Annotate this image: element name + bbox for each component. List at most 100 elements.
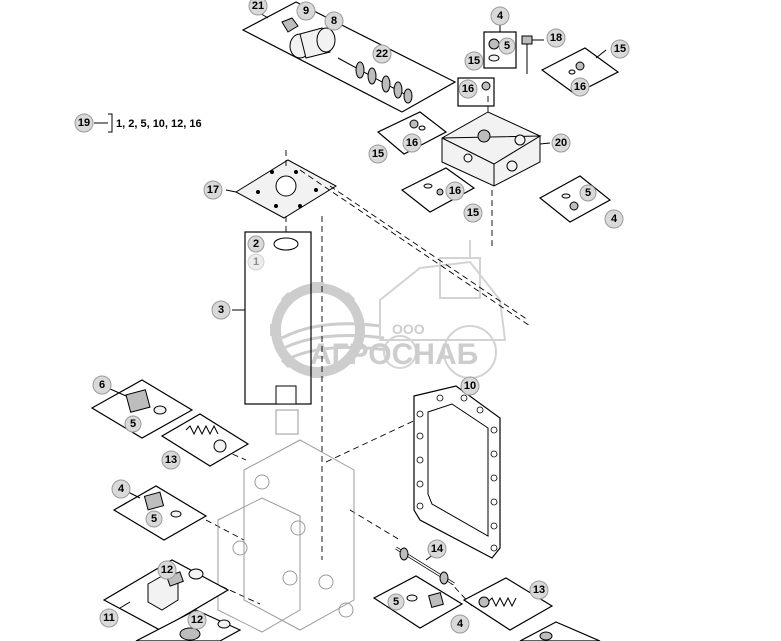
part-3-housing: [232, 231, 312, 405]
callout-9: 9: [296, 1, 316, 21]
part-20-valve-block: [441, 96, 551, 187]
svg-text:4: 4: [118, 483, 125, 495]
callout-10: 10: [460, 376, 480, 396]
callout-22: 22: [372, 44, 392, 64]
callout-5-panel6: 5: [124, 415, 142, 433]
callout-15-middle: 15: [464, 51, 484, 71]
callout-15-lower: 15: [463, 203, 483, 223]
svg-text:22: 22: [376, 48, 388, 60]
watermark: ООО АГРОСНАБ: [270, 240, 507, 379]
callout-5-left: 5: [145, 510, 163, 528]
svg-text:15: 15: [372, 148, 384, 160]
callout-16-right-top: 16: [570, 77, 590, 97]
svg-text:8: 8: [331, 15, 337, 27]
callout-20: 20: [551, 133, 571, 153]
svg-text:1: 1: [253, 256, 259, 268]
panel-12-bottom: [135, 609, 242, 641]
watermark-prefix: ООО: [392, 321, 425, 337]
part-18-bolt: [521, 35, 544, 74]
part-22-spool: [337, 57, 413, 104]
panel-15-16-left: [376, 111, 448, 155]
part-10-cover-gasket: [413, 385, 501, 559]
callout-15-right-top: 15: [610, 39, 630, 59]
callout-18: 18: [546, 28, 566, 48]
svg-text:13: 13: [165, 454, 177, 466]
svg-text:5: 5: [504, 40, 510, 52]
svg-text:13: 13: [533, 584, 545, 596]
callout-3: 3: [211, 300, 231, 320]
callout-15-left: 15: [368, 144, 388, 164]
svg-text:21: 21: [252, 0, 264, 12]
callout-12-upper: 12: [157, 560, 177, 580]
callout-4-left: 4: [111, 479, 131, 499]
callout-21: 21: [248, 0, 268, 16]
svg-text:5: 5: [393, 596, 399, 608]
panel-5-4-bottom: [372, 575, 464, 629]
lower-housing-ghost: [217, 409, 355, 633]
svg-text:15: 15: [468, 55, 480, 67]
panel-spool-assembly: [241, 1, 457, 113]
panel-5-4-right: [538, 175, 612, 223]
callout-12-lower: 12: [187, 610, 207, 630]
projection-lines: [195, 150, 531, 607]
part-9-cap: [281, 17, 299, 33]
svg-text:9: 9: [303, 5, 309, 17]
callout-14: 14: [427, 539, 447, 559]
panel-6-5: [90, 379, 194, 439]
svg-text:11: 11: [103, 612, 115, 624]
svg-text:4: 4: [497, 10, 504, 22]
callout-1: 1: [247, 253, 265, 271]
svg-text:2: 2: [253, 238, 259, 250]
svg-text:5: 5: [585, 187, 591, 199]
callout-5-top: 5: [498, 37, 516, 55]
svg-text:5: 5: [130, 418, 136, 430]
callout-13-left: 13: [161, 450, 181, 470]
callout-4-right: 4: [604, 209, 624, 229]
svg-text:16: 16: [449, 185, 461, 197]
svg-text:15: 15: [467, 207, 479, 219]
callout-6: 6: [92, 375, 112, 395]
panel-15-16-right-top: [540, 47, 620, 95]
callout-5-bottom: 5: [387, 593, 405, 611]
kit-list-19: 1, 2, 5, 10, 12, 16: [94, 113, 202, 133]
callout-16-left: 16: [402, 133, 422, 153]
svg-text:18: 18: [550, 32, 562, 44]
part-8-solenoid: [289, 27, 336, 59]
part-17-gasket: [225, 159, 337, 219]
callout-11: 11: [99, 608, 119, 628]
callout-19: 19: [74, 113, 94, 133]
panel-13-spring-right: [462, 577, 554, 631]
callout-2: 2: [247, 235, 265, 253]
callout-16-lower: 16: [445, 181, 465, 201]
callout-16-middle: 16: [458, 79, 478, 99]
svg-text:16: 16: [574, 81, 586, 93]
callout-13-right: 13: [529, 580, 549, 600]
kit-contents: 1, 2, 5, 10, 12, 16: [116, 118, 202, 130]
svg-text:17: 17: [207, 184, 219, 196]
panel-16-15-lower: [400, 167, 476, 213]
svg-text:12: 12: [161, 564, 173, 576]
callout-17: 17: [203, 180, 223, 200]
svg-text:4: 4: [457, 618, 464, 630]
panel-bottom-right: [519, 621, 601, 641]
svg-text:12: 12: [191, 614, 203, 626]
callout-8: 8: [324, 11, 344, 31]
svg-text:14: 14: [431, 543, 444, 555]
callout-4-bottom: 4: [450, 614, 470, 634]
svg-text:15: 15: [614, 43, 626, 55]
svg-text:19: 19: [78, 117, 90, 129]
svg-text:10: 10: [464, 380, 476, 392]
panel-13-spring-left: [160, 413, 250, 467]
watermark-gear-icon: [270, 282, 389, 378]
svg-text:16: 16: [406, 137, 418, 149]
watermark-name: АГРОСНАБ: [310, 338, 478, 371]
part-14-rod: [395, 546, 455, 586]
svg-text:5: 5: [151, 513, 157, 525]
svg-text:6: 6: [99, 379, 105, 391]
callout-4-top: 4: [490, 6, 510, 26]
svg-text:3: 3: [218, 304, 224, 316]
svg-text:4: 4: [611, 213, 618, 225]
svg-text:20: 20: [555, 137, 567, 149]
svg-text:16: 16: [462, 83, 474, 95]
